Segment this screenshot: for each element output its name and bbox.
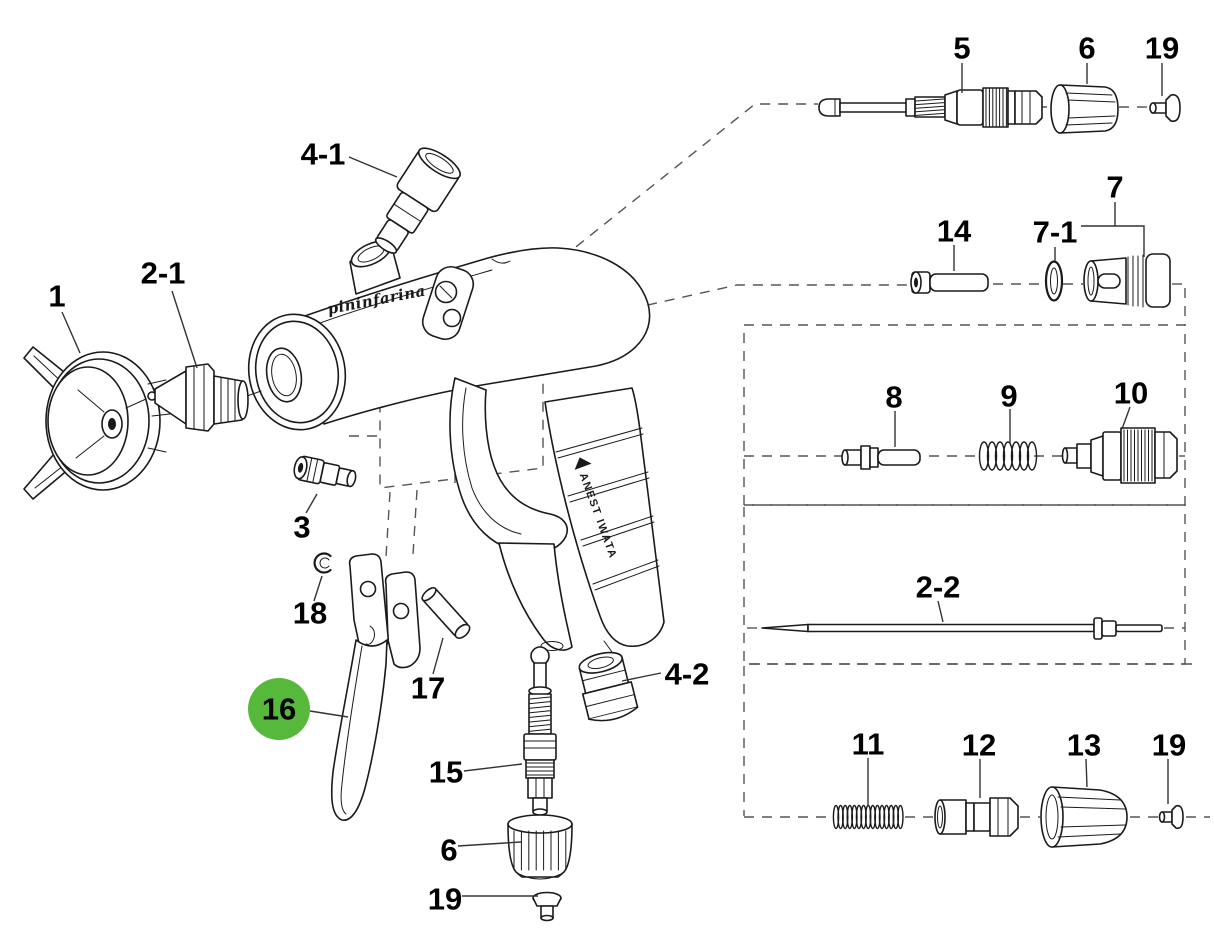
callout-13[interactable]: 13 bbox=[1067, 728, 1101, 788]
part-3-nozzle-insert-drawing bbox=[293, 455, 357, 488]
callout-14[interactable]: 14 bbox=[937, 214, 972, 272]
part-4-1-fluid-connector-drawing bbox=[374, 147, 461, 254]
callout-4-1[interactable]: 4-1 bbox=[301, 137, 398, 178]
callout-label-9: 9 bbox=[1000, 379, 1017, 414]
callout-11[interactable]: 11 bbox=[852, 727, 885, 806]
group-box-needle-2-2 bbox=[743, 504, 1186, 665]
part-18-e-clip-drawing bbox=[313, 552, 332, 574]
leader-to-valve-set bbox=[611, 284, 908, 314]
ghost-line bbox=[412, 489, 418, 556]
part-8-valve-seat-drawing bbox=[841, 445, 921, 470]
callout-label-17: 17 bbox=[411, 671, 445, 706]
callout-label-1: 1 bbox=[48, 279, 65, 314]
part-7-1-o-ring-drawing bbox=[1044, 260, 1064, 302]
callout-label-2-1: 2-1 bbox=[141, 256, 186, 291]
callout-6t[interactable]: 6 bbox=[1078, 31, 1096, 85]
callout-7-1[interactable]: 7-1 bbox=[1033, 215, 1078, 262]
callout-label-5: 5 bbox=[953, 31, 970, 66]
callout-label-8: 8 bbox=[885, 380, 902, 415]
gun-handle bbox=[544, 387, 665, 647]
callout-1[interactable]: 1 bbox=[48, 279, 81, 354]
part-7-air-valve-body-drawing bbox=[1083, 253, 1171, 308]
callout-10[interactable]: 10 bbox=[1114, 376, 1148, 430]
gun-lower-front bbox=[498, 542, 573, 651]
trigger-guard bbox=[449, 377, 568, 554]
callout-3[interactable]: 3 bbox=[293, 493, 318, 545]
callout-16[interactable]: 16 bbox=[248, 678, 349, 740]
part-1-air-cap-drawing bbox=[23, 346, 171, 500]
callout-label-4-2: 4-2 bbox=[665, 657, 710, 692]
callouts-layer: 1 2-1 4-1 3 18 16 17 15 6 19 4-2 5 6 19 14 7-1 7 8 9 10 2-2 1… bbox=[48, 31, 1186, 917]
part-17-trigger-pin-drawing bbox=[421, 586, 471, 639]
callout-18[interactable]: 18 bbox=[293, 575, 327, 631]
callout-19b[interactable]: 19 bbox=[428, 882, 538, 917]
callout-2-1[interactable]: 2-1 bbox=[141, 256, 198, 369]
part-19-right-screw-drawing bbox=[1158, 804, 1184, 830]
part-19-top-screw-drawing bbox=[1149, 93, 1181, 123]
grip-ribs bbox=[555, 427, 660, 591]
gun-body-drawing: pininfarina ANEST IWATA bbox=[247, 240, 665, 653]
callout-label-12: 12 bbox=[962, 728, 996, 763]
callout-9[interactable]: 9 bbox=[1000, 379, 1018, 444]
callout-label-15: 15 bbox=[429, 755, 463, 790]
callout-label-16: 16 bbox=[262, 692, 296, 727]
group-box-nozzle-set bbox=[743, 324, 1186, 506]
callout-5[interactable]: 5 bbox=[953, 31, 971, 94]
callout-label-14: 14 bbox=[937, 214, 972, 249]
boss-hole bbox=[442, 308, 462, 328]
callout-4-2[interactable]: 4-2 bbox=[621, 657, 710, 692]
highlight-balloon bbox=[248, 678, 310, 740]
callout-12[interactable]: 12 bbox=[962, 728, 996, 799]
valve-thread bbox=[528, 693, 552, 735]
callout-label-18: 18 bbox=[293, 596, 327, 631]
callout-label-6b: 6 bbox=[440, 833, 457, 868]
callout-6b[interactable]: 6 bbox=[440, 833, 522, 868]
part-13-adjust-knob-drawing bbox=[1040, 786, 1128, 848]
part-6-bottom-knob-drawing bbox=[507, 814, 573, 880]
part-4-2-air-connector-drawing bbox=[578, 651, 639, 722]
fluid-inlet-seat bbox=[349, 240, 401, 295]
part-12-valve-guide-drawing bbox=[934, 797, 1019, 837]
part-2-1-fluid-nozzle-drawing bbox=[147, 363, 249, 432]
callout-label-19t: 19 bbox=[1145, 31, 1179, 66]
callout-label-6t: 6 bbox=[1078, 31, 1095, 66]
part-11-air-valve-spring-drawing bbox=[832, 804, 904, 830]
callout-label-2-2: 2-2 bbox=[916, 570, 961, 605]
callout-label-19r: 19 bbox=[1152, 728, 1186, 763]
gun-front-ring bbox=[247, 313, 347, 431]
part-10-valve-assembly-drawing bbox=[1061, 427, 1178, 484]
callout-label-7: 7 bbox=[1106, 170, 1123, 205]
part-9-valve-spring-drawing bbox=[978, 441, 1038, 471]
callout-label-7-1: 7-1 bbox=[1033, 215, 1078, 250]
callout-label-4-1: 4-1 bbox=[301, 137, 346, 172]
callout-15[interactable]: 15 bbox=[429, 755, 523, 790]
part-2-2-fluid-needle-drawing bbox=[761, 617, 1163, 640]
leader-to-needle-set bbox=[561, 103, 818, 259]
part-5-needle-set-drawing bbox=[818, 87, 1043, 128]
group-box-air-valve-set bbox=[743, 663, 1192, 816]
callout-19t[interactable]: 19 bbox=[1145, 31, 1179, 97]
part-16-trigger-drawing bbox=[330, 553, 421, 821]
callout-label-13: 13 bbox=[1067, 728, 1101, 763]
part-19-bottom-screw-drawing bbox=[532, 891, 562, 922]
callout-label-3: 3 bbox=[293, 510, 310, 545]
callout-2-2[interactable]: 2-2 bbox=[916, 570, 961, 623]
callout-17[interactable]: 17 bbox=[411, 637, 445, 706]
callout-label-10: 10 bbox=[1114, 376, 1148, 411]
part-15-air-valve-drawing bbox=[523, 646, 557, 816]
ghost-line bbox=[385, 491, 391, 558]
callout-8[interactable]: 8 bbox=[885, 380, 903, 448]
callout-label-19b: 19 bbox=[428, 882, 462, 917]
part-14-joint-pin-drawing bbox=[910, 271, 989, 294]
callout-19r[interactable]: 19 bbox=[1152, 728, 1186, 805]
callout-label-11: 11 bbox=[852, 727, 885, 762]
part-6-top-knob-drawing bbox=[1050, 84, 1119, 134]
callout-7[interactable]: 7 bbox=[1081, 170, 1145, 258]
